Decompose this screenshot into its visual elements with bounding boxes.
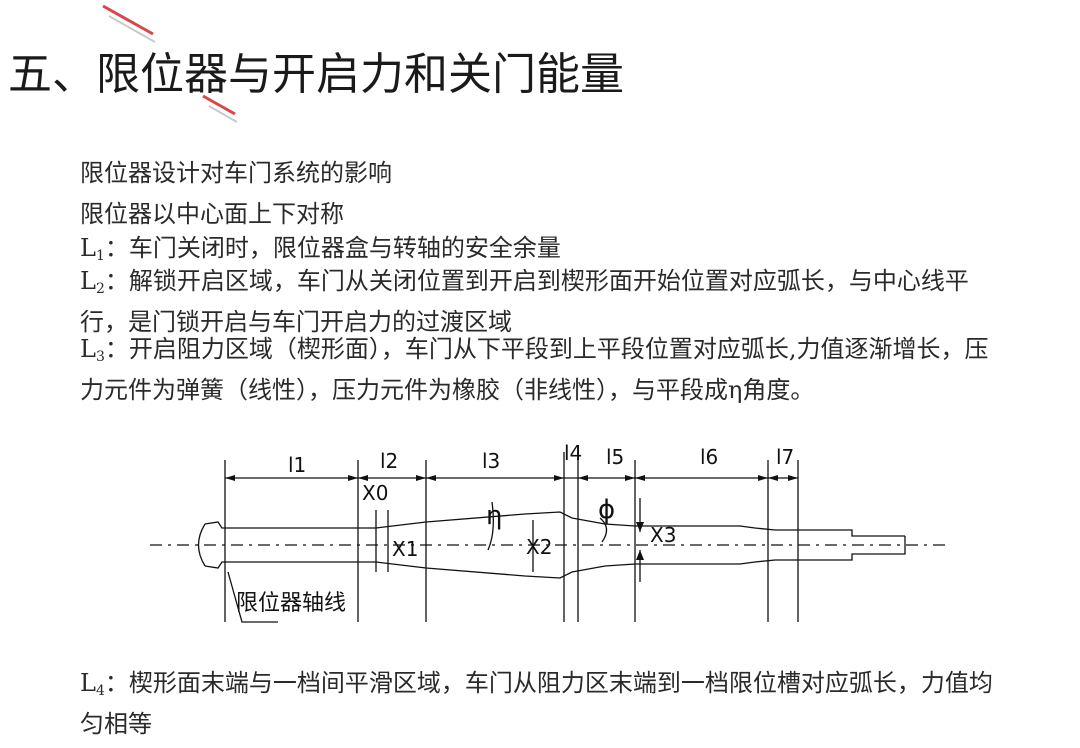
profile-left-end xyxy=(197,523,206,567)
page-title: 五、限位器与开启力和关门能量 xyxy=(8,49,624,100)
item-l2-text: ：解锁开启区域，车门从关闭位置到开启到楔形面开始位置对应弧长，与中心线平行，是门… xyxy=(80,267,969,336)
item-l3: L3：开启阻力区域（楔形面），车门从下平段到上平段位置对应弧长,力值逐渐增长，压… xyxy=(80,333,1000,407)
item-l2: L2：解锁开启区域，车门从关闭位置到开启到楔形面开始位置对应弧长，与中心线平行，… xyxy=(80,265,1000,339)
sym-x2: X2 xyxy=(526,535,552,559)
seg-l7: l7 xyxy=(776,445,794,469)
sym-x0: X0 xyxy=(362,481,388,505)
axis-leader xyxy=(227,571,278,623)
item-l1: L1：车门关闭时，限位器盒与转轴的安全余量 xyxy=(80,232,1000,273)
item-l4: L4：楔形面末端与一档间平滑区域，车门从阻力区末端到一档限位槽对应弧长，力值均匀… xyxy=(80,667,1000,741)
item-l3-text: ：开启阻力区域（楔形面），车门从下平段到上平段位置对应弧长,力值逐渐增长，压力元… xyxy=(80,335,989,404)
sym-phi: ϕ xyxy=(598,495,615,525)
seg-l5: l5 xyxy=(606,445,624,469)
item-l1-label: L xyxy=(80,234,96,262)
seg-l1: l1 xyxy=(288,453,306,477)
limiter-profile-diagram: l1 l2 l3 l4 l5 l6 l7 X0 X1 η X2 ϕ X3 限位器… xyxy=(150,441,948,623)
sym-eta: η xyxy=(486,501,502,531)
sym-x3: X3 xyxy=(650,523,676,547)
item-l4-text: ：楔形面末端与一档间平滑区域，车门从阻力区末端到一档限位槽对应弧长，力值均匀相等 xyxy=(80,669,993,738)
intro-line-1: 限位器设计对车门系统的影响 xyxy=(80,159,392,187)
item-l2-sub: 2 xyxy=(95,281,105,297)
item-l3-sub: 3 xyxy=(95,349,105,365)
profile-top xyxy=(204,511,905,537)
title-decoration xyxy=(102,4,238,123)
seg-l4: l4 xyxy=(564,441,582,465)
seg-l3: l3 xyxy=(482,449,500,473)
intro-line-2: 限位器以中心面上下对称 xyxy=(80,200,344,228)
seg-l2: l2 xyxy=(380,449,398,473)
item-l4-label: L xyxy=(80,669,96,697)
axis-label: 限位器轴线 xyxy=(236,591,346,616)
item-l1-text: ：车门关闭时，限位器盒与转轴的安全余量 xyxy=(104,234,561,262)
item-l4-sub: 4 xyxy=(95,683,105,699)
seg-l6: l6 xyxy=(700,445,718,469)
item-l1-sub: 1 xyxy=(95,248,105,264)
profile-bottom xyxy=(204,536,906,579)
item-l2-label: L xyxy=(80,267,96,295)
sym-x1: X1 xyxy=(392,537,418,561)
item-l3-label: L xyxy=(80,335,96,363)
